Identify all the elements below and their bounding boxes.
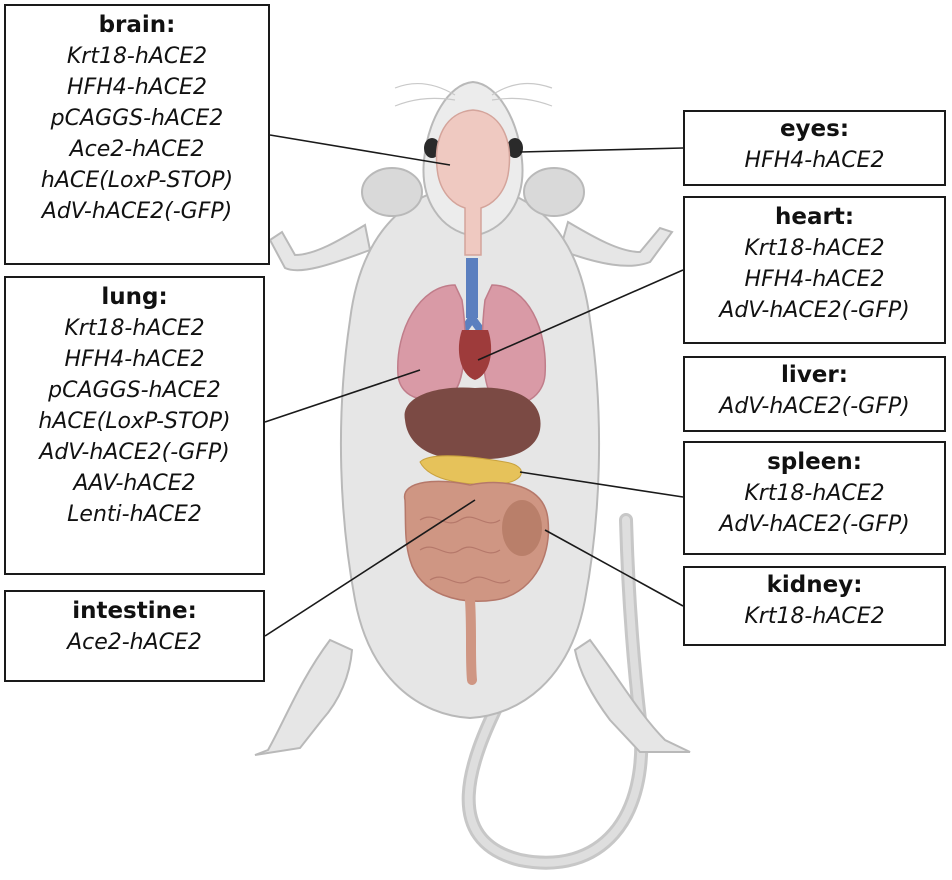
- mouse-whiskers: [394, 82, 553, 107]
- brain-leader-line: [269, 134, 451, 166]
- intestine-loops: [419, 516, 511, 584]
- liver-organ: [404, 387, 541, 460]
- intestine-label-box: intestine: Ace2-hACE2: [4, 590, 265, 682]
- lung-model-6: AAV-hACE2: [73, 471, 196, 496]
- kidney-model-1: Krt18-hACE2: [744, 604, 885, 629]
- heart-model-2: HFH4-hACE2: [744, 267, 885, 292]
- spleen-model-1: Krt18-hACE2: [744, 481, 885, 506]
- mouse-left-ear: [361, 167, 423, 217]
- intestine-title: intestine:: [72, 598, 197, 624]
- brain-model-1: Krt18-hACE2: [66, 44, 208, 69]
- eyes-leader-line: [519, 147, 684, 153]
- kidney-leader-line: [544, 529, 684, 607]
- lung-label-box: lung: Krt18-hACE2 HFH4-hACE2 pCAGGS-hACE…: [4, 276, 265, 575]
- heart-organ: [458, 330, 492, 380]
- lung-model-2: HFH4-hACE2: [64, 347, 205, 372]
- kidney-label-box: kidney: Krt18-hACE2: [683, 566, 946, 646]
- heart-title: heart:: [774, 204, 855, 230]
- brain-model-4: Ace2-hACE2: [69, 137, 205, 162]
- mouse-right-eye: [507, 138, 523, 158]
- heart-model-1: Krt18-hACE2: [744, 236, 885, 261]
- mouse-right-hind-leg: [573, 638, 691, 753]
- kidney-title: kidney:: [766, 572, 863, 598]
- lung-model-1: Krt18-hACE2: [64, 316, 205, 341]
- eyes-title: eyes:: [779, 116, 850, 142]
- lung-model-5: AdV-hACE2(-GFP): [39, 440, 230, 465]
- spleen-title: spleen:: [767, 449, 862, 475]
- brain-model-2: HFH4-hACE2: [67, 75, 207, 100]
- brain-model-3: pCAGGS-hACE2: [50, 106, 224, 131]
- spleen-leader-line: [519, 471, 684, 498]
- mouse-left-front-leg: [268, 223, 372, 272]
- lung-model-4: hACE(LoxP-STOP): [38, 409, 231, 434]
- liver-label-box: liver: AdV-hACE2(-GFP): [683, 356, 946, 432]
- heart-label-box: heart: Krt18-hACE2 HFH4-hACE2 AdV-hACE2(…: [683, 196, 946, 344]
- brain-organ: [435, 109, 511, 256]
- intestine-leader-line: [264, 499, 476, 637]
- kidney-organ: [502, 500, 542, 556]
- mouse-right-front-leg: [558, 220, 674, 267]
- lung-model-7: Lenti-hACE2: [67, 502, 202, 527]
- spleen-model-2: AdV-hACE2(-GFP): [719, 512, 910, 537]
- liver-model-1: AdV-hACE2(-GFP): [719, 394, 910, 419]
- brain-model-6: AdV-hACE2(-GFP): [41, 199, 233, 224]
- brain-title: brain:: [98, 12, 176, 38]
- heart-leader-line: [477, 269, 684, 361]
- liver-title: liver:: [781, 362, 848, 388]
- brain-label-box: brain: Krt18-hACE2 HFH4-hACE2 pCAGGS-hAC…: [4, 4, 270, 265]
- intestine-model-1: Ace2-hACE2: [67, 630, 202, 655]
- mouse-left-hind-leg: [254, 638, 354, 756]
- brain-model-5: hACE(LoxP-STOP): [40, 168, 234, 193]
- colon-organ: [465, 595, 477, 685]
- heart-model-3: AdV-hACE2(-GFP): [719, 298, 910, 323]
- lung-model-3: pCAGGS-hACE2: [48, 378, 221, 403]
- spleen-organ: [419, 455, 522, 485]
- leader-lines: [264, 134, 684, 637]
- eyes-label-box: eyes: HFH4-hACE2: [683, 110, 946, 186]
- lung-title: lung:: [101, 284, 168, 310]
- spleen-label-box: spleen: Krt18-hACE2 AdV-hACE2(-GFP): [683, 441, 946, 555]
- lung-leader-line: [264, 369, 421, 423]
- mouse-tail-inner: [464, 516, 646, 867]
- eyes-model-1: HFH4-hACE2: [744, 148, 885, 173]
- mouse-right-ear: [523, 167, 585, 217]
